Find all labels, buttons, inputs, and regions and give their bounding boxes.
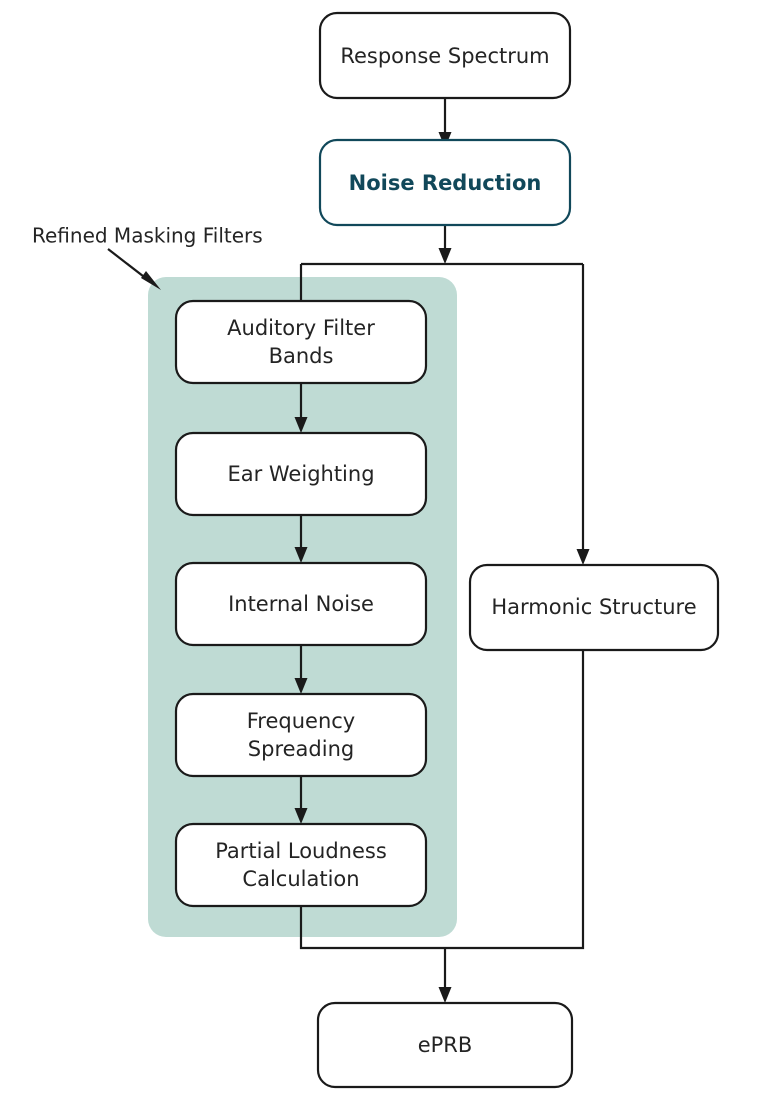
node-eprb-label: ePRB — [418, 1033, 473, 1057]
node-auditory-filter-bands-label-line1: Auditory Filter — [227, 316, 375, 340]
node-response-spectrum[interactable]: Response Spectrum — [318, 11, 572, 100]
node-partial-loudness-calculation-label-line1: Partial Loudness — [215, 839, 387, 863]
edge-harmonic-to-merge — [445, 650, 585, 950]
node-internal-noise[interactable]: Internal Noise — [174, 561, 428, 647]
node-partial-loudness-calculation[interactable]: Partial Loudness Calculation — [174, 822, 428, 908]
node-partial-loudness-calculation-label-line2: Calculation — [242, 867, 359, 891]
node-auditory-filter-bands-label-line2: Bands — [269, 344, 334, 368]
node-ear-weighting-box[interactable] — [174, 431, 428, 517]
node-noise-reduction-box[interactable] — [318, 138, 572, 227]
arrowhead-merge-to-eprb — [438, 987, 452, 1003]
edge-partial-to-merge — [299, 906, 445, 950]
arrowhead-noise-to-bus — [438, 248, 452, 264]
node-response-spectrum-box[interactable] — [318, 11, 572, 100]
arrowhead-auditory-to-ear — [294, 417, 308, 433]
node-ear-weighting[interactable]: Ear Weighting — [174, 431, 428, 517]
annotation-arrowhead — [141, 271, 161, 290]
node-frequency-spreading[interactable]: Frequency Spreading — [174, 692, 428, 778]
node-eprb-box[interactable] — [316, 1001, 574, 1089]
node-eprb[interactable]: ePRB — [316, 1001, 574, 1089]
annotation-refined-masking-filters: Refined Masking Filters — [32, 224, 263, 248]
node-internal-noise-label: Internal Noise — [228, 592, 374, 616]
node-auditory-filter-bands[interactable]: Auditory Filter Bands — [174, 299, 428, 385]
node-frequency-spreading-label-line1: Frequency — [247, 709, 356, 733]
node-auditory-filter-bands-box[interactable] — [174, 299, 428, 385]
node-harmonic-structure[interactable]: Harmonic Structure — [468, 563, 720, 652]
node-harmonic-structure-label: Harmonic Structure — [491, 595, 696, 619]
node-ear-weighting-label: Ear Weighting — [227, 462, 374, 486]
arrowhead-frequency-to-partial — [294, 808, 308, 824]
arrowhead-bus-to-harmonic — [576, 549, 590, 565]
arrowhead-ear-to-internal — [294, 547, 308, 563]
node-partial-loudness-calculation-box[interactable] — [174, 822, 428, 908]
node-frequency-spreading-box[interactable] — [174, 692, 428, 778]
node-harmonic-structure-box[interactable] — [468, 563, 720, 652]
node-response-spectrum-label: Response Spectrum — [340, 44, 549, 68]
node-internal-noise-box[interactable] — [174, 561, 428, 647]
arrowhead-internal-to-frequency — [294, 678, 308, 694]
node-frequency-spreading-label-line2: Spreading — [248, 737, 354, 761]
node-noise-reduction[interactable]: Noise Reduction — [318, 138, 572, 227]
node-noise-reduction-label: Noise Reduction — [349, 171, 542, 195]
